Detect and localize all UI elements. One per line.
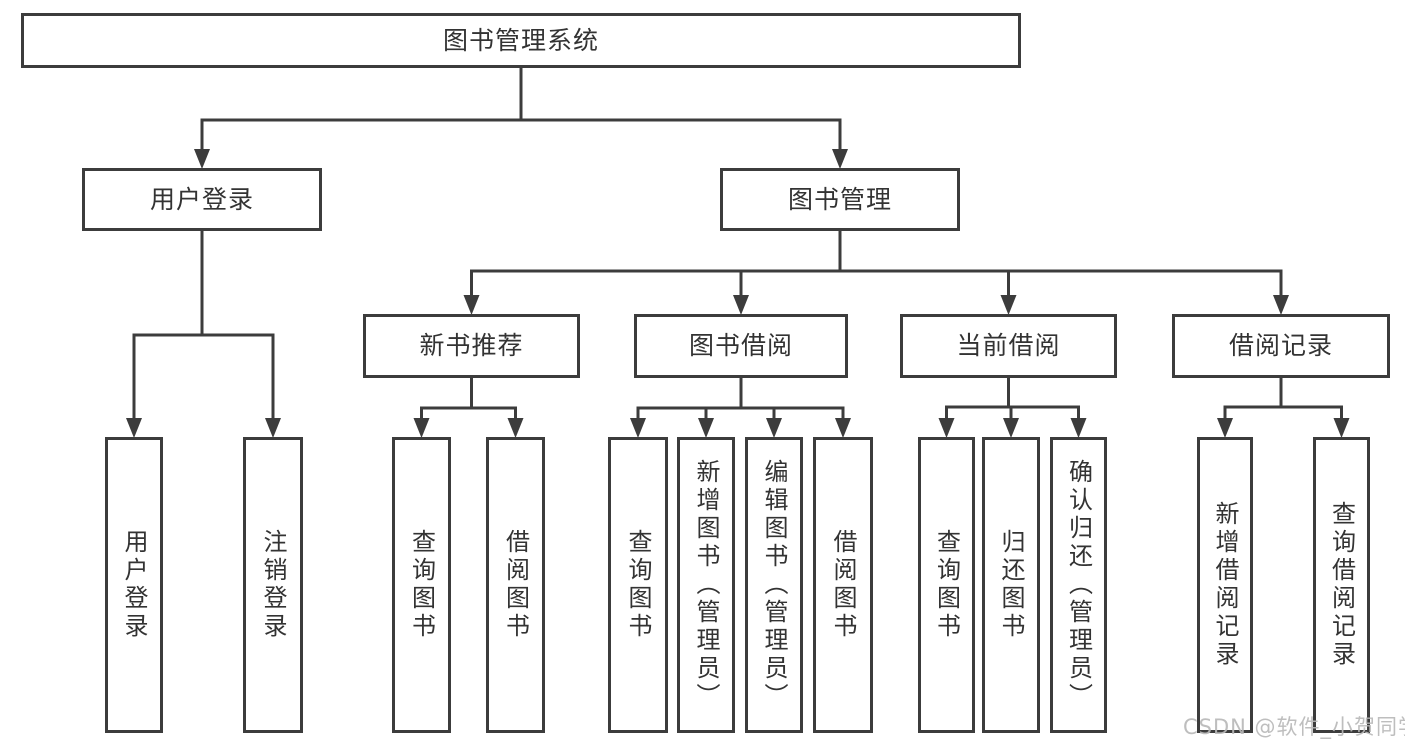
node-bb-borrow-book: 借阅图书 <box>813 437 873 733</box>
node-cb-confirm-ret: 确认归还（管理员） <box>1050 437 1107 733</box>
node-borrow-records: 借阅记录 <box>1172 314 1390 378</box>
node-root: 图书管理系统 <box>21 13 1021 68</box>
node-cb-return-book: 归还图书 <box>982 437 1040 733</box>
node-logout-action: 注销登录 <box>243 437 303 733</box>
node-user-login: 用户登录 <box>82 168 322 231</box>
node-bb-edit-book: 编辑图书（管理员） <box>745 437 803 733</box>
node-current-borrow: 当前借阅 <box>900 314 1117 378</box>
node-book-borrow: 图书借阅 <box>634 314 848 378</box>
node-rec-borrow-book: 借阅图书 <box>486 437 545 733</box>
node-br-search-record: 查询借阅记录 <box>1313 437 1370 733</box>
node-cb-search-book: 查询图书 <box>918 437 975 733</box>
node-bb-search-book: 查询图书 <box>608 437 668 733</box>
node-br-add-record: 新增借阅记录 <box>1197 437 1253 733</box>
node-rec-search-book: 查询图书 <box>392 437 451 733</box>
node-new-book-rec: 新书推荐 <box>363 314 580 378</box>
node-book-mgmt: 图书管理 <box>720 168 960 231</box>
node-bb-add-book: 新增图书（管理员） <box>677 437 735 733</box>
node-login-action: 用户登录 <box>105 437 163 733</box>
